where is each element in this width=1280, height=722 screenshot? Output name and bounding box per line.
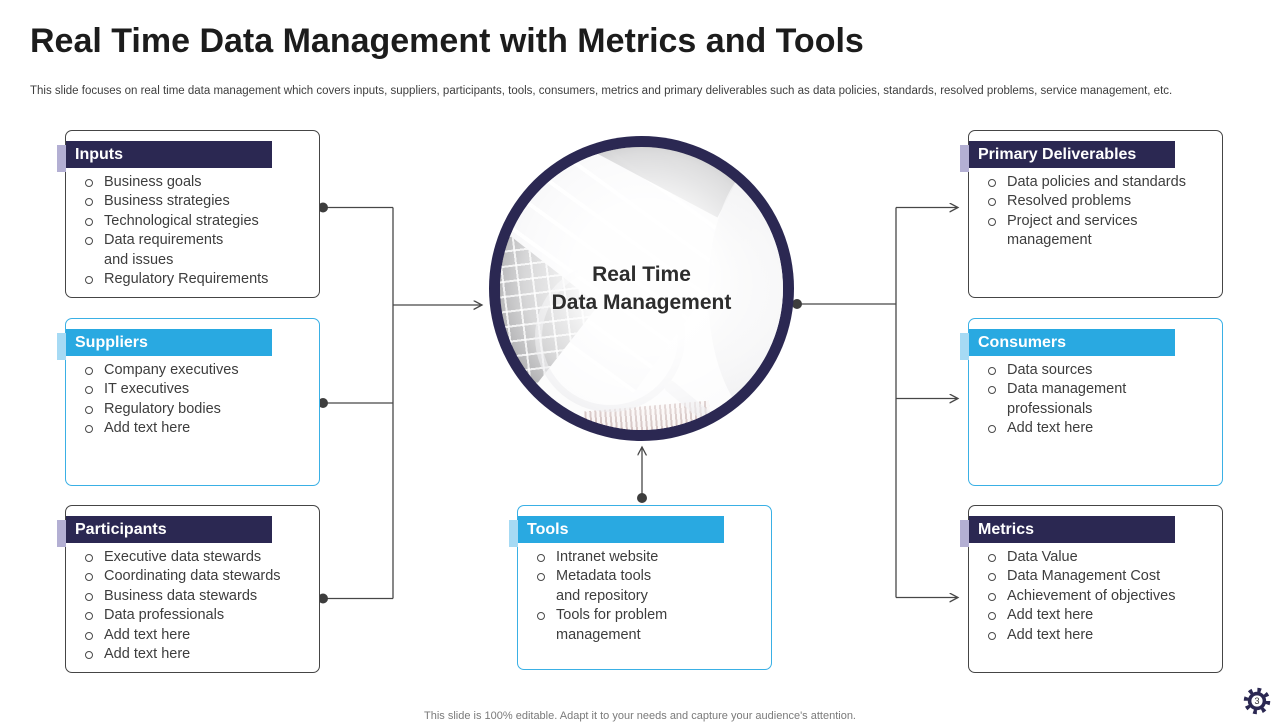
list-item: Add text here: [78, 419, 314, 438]
box-title: Participants: [75, 521, 167, 538]
list-item: Data management professionals: [981, 380, 1217, 419]
list-item: Data sources: [981, 361, 1217, 380]
box-title: Metrics: [978, 521, 1035, 538]
center-circle-label: Real Time Data Management: [551, 262, 732, 314]
list-item: Data Value: [981, 548, 1217, 567]
box-header: Suppliers: [57, 329, 272, 360]
list-item: Add text here: [78, 645, 314, 664]
list-item: Tools for problem management: [530, 606, 766, 645]
list-item: Technological strategies: [78, 212, 314, 231]
list-item: IT executives: [78, 380, 314, 399]
list-item: Business strategies: [78, 192, 314, 211]
box-title: Suppliers: [75, 334, 148, 351]
center-circle-photo: [500, 147, 783, 430]
list-item: Metadata tools and repository: [530, 567, 766, 606]
box-header: Inputs: [57, 141, 272, 172]
box-title: Primary Deliverables: [978, 146, 1137, 163]
box-title: Inputs: [75, 146, 123, 163]
list-item: Data requirements and issues: [78, 231, 314, 270]
list-item: Add text here: [981, 419, 1217, 438]
footer-note: This slide is 100% editable. Adapt it to…: [424, 710, 856, 722]
box-title: Consumers: [978, 334, 1067, 351]
list-item: Coordinating data stewards: [78, 567, 314, 586]
list-item: Add text here: [981, 606, 1217, 625]
box-header: Participants: [57, 516, 272, 547]
list-item: Add text here: [981, 626, 1217, 645]
white-overlay: [500, 147, 783, 430]
list-item: Project and services management: [981, 212, 1217, 251]
page-title: Real Time Data Management with Metrics a…: [30, 22, 864, 60]
list-item: Data policies and standards: [981, 173, 1217, 192]
list-item: Business goals: [78, 173, 314, 192]
box-header: Primary Deliverables: [960, 141, 1175, 172]
list-item: Resolved problems: [981, 192, 1217, 211]
list-item: Data professionals: [78, 606, 314, 625]
page-number: 3: [1254, 696, 1259, 706]
box-header: Consumers: [960, 329, 1175, 360]
box-title: Tools: [527, 521, 569, 538]
slide-subtitle: This slide focuses on real time data man…: [30, 85, 1173, 97]
list-item: Regulatory bodies: [78, 400, 314, 419]
list-item: Business data stewards: [78, 587, 314, 606]
list-item: Achievement of objectives: [981, 587, 1217, 606]
box-header: Metrics: [960, 516, 1175, 547]
list-item: Regulatory Requirements: [78, 270, 314, 289]
page-number-gear-icon: 3: [1243, 687, 1271, 715]
center-circle: Real Time Data Management: [489, 136, 794, 441]
list-item: Data Management Cost: [981, 567, 1217, 586]
box-header: Tools: [509, 516, 724, 547]
box-primary-deliverables: Primary Deliverables Data policies and s…: [960, 130, 1223, 298]
list-item: Company executives: [78, 361, 314, 380]
list-item: Executive data stewards: [78, 548, 314, 567]
list-item: Add text here: [78, 626, 314, 645]
list-item: Intranet website: [530, 548, 766, 567]
